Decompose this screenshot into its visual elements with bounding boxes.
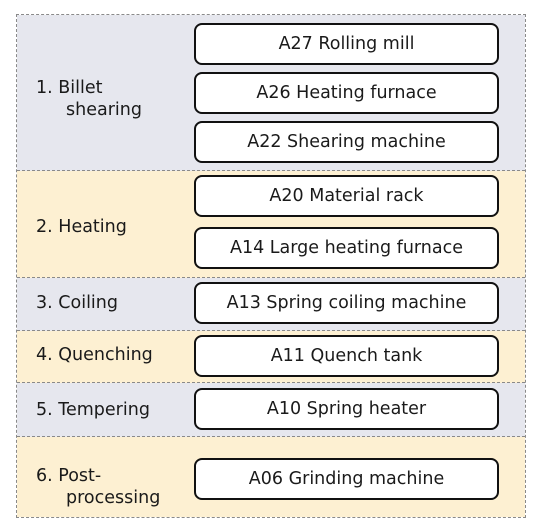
stage-number: 5. [36, 400, 53, 420]
stage-label-coiling: 3. Coiling [36, 292, 118, 314]
stage-number: 6. [36, 466, 53, 486]
machine-box-spring-heater: A10 Spring heater [194, 388, 499, 430]
stage-label-tempering: 5. Tempering [36, 399, 150, 421]
stage-divider [17, 170, 525, 171]
stage-divider [17, 382, 525, 383]
stage-title-line1: Heating [58, 217, 127, 237]
stage-title-line1: Tempering [58, 400, 150, 420]
machine-box-rolling-mill: A27 Rolling mill [194, 23, 499, 65]
machine-box-material-rack: A20 Material rack [194, 175, 499, 217]
stage-number: 3. [36, 293, 53, 313]
stage-label-billet-shearing: 1. Billet shearing [36, 77, 142, 121]
stage-title-line2: shearing [66, 100, 142, 120]
machine-box-heating-furnace: A26 Heating furnace [194, 72, 499, 114]
stage-title-line1: Post- [58, 466, 102, 486]
stage-label-quenching: 4. Quenching [36, 344, 153, 366]
stage-number: 4. [36, 345, 53, 365]
stage-label-heating: 2. Heating [36, 216, 127, 238]
stage-title-line1: Billet [58, 78, 103, 98]
machine-box-spring-coiling-machine: A13 Spring coiling machine [194, 282, 499, 324]
stage-title-line2: processing [66, 488, 161, 508]
stage-number: 2. [36, 217, 53, 237]
stage-title-line1: Quenching [58, 345, 153, 365]
machine-box-large-heating-furnace: A14 Large heating furnace [194, 227, 499, 269]
stage-title-line1: Coiling [58, 293, 118, 313]
stage-label-post-processing: 6. Post- processing [36, 465, 160, 509]
machine-box-shearing-machine: A22 Shearing machine [194, 121, 499, 163]
machine-box-quench-tank: A11 Quench tank [194, 335, 499, 377]
stage-number: 1. [36, 78, 53, 98]
stage-divider [17, 436, 525, 437]
diagram-frame [16, 14, 526, 518]
stage-divider [17, 330, 525, 331]
machine-box-grinding-machine: A06 Grinding machine [194, 458, 499, 500]
stage-divider [17, 277, 525, 278]
